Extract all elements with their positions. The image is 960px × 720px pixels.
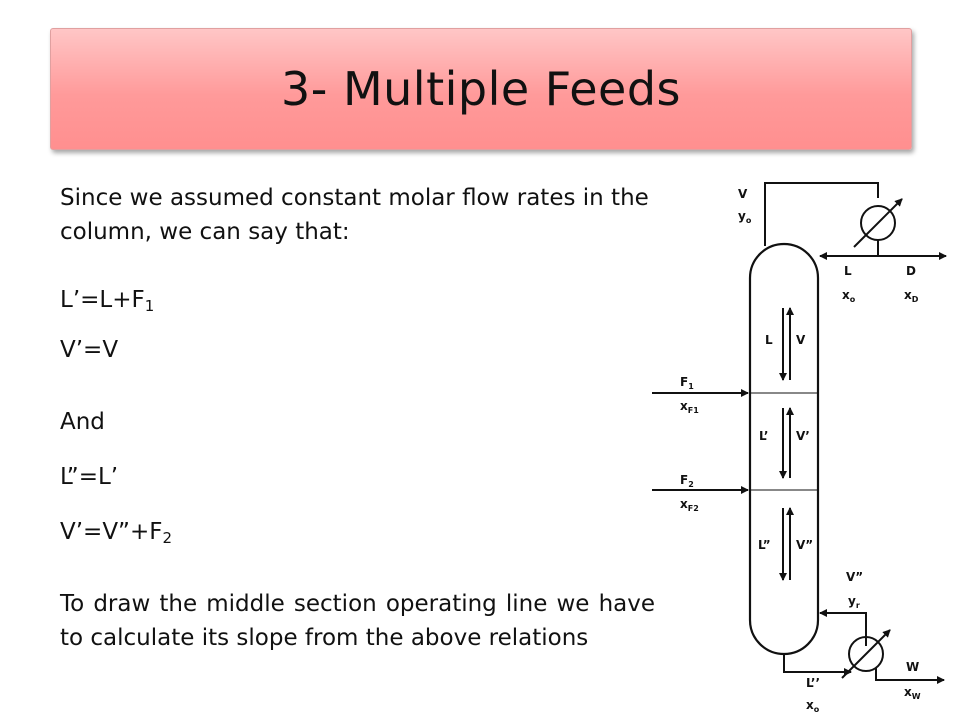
condenser-coil xyxy=(853,198,903,248)
reflux-label: L xyxy=(844,264,852,278)
distillation-column-diagram: V yo L xo D xD L V L’ V’ L” V” F1 xF1 F2… xyxy=(652,182,947,714)
equation-main: V’=V”+F xyxy=(60,519,163,545)
equation-l-prime: L’=L+F1 xyxy=(60,283,154,317)
equation-subscript: 2 xyxy=(162,529,173,547)
section2-vapor-label: V’ xyxy=(796,429,810,443)
section2-liquid-label: L’ xyxy=(759,429,768,443)
feed2-comp: xF2 xyxy=(680,497,699,513)
boilup-line xyxy=(819,609,867,646)
and-word: And xyxy=(60,409,105,435)
section1-vapor-label: V xyxy=(796,333,806,347)
equation-v-prime: V’=V xyxy=(60,337,119,363)
distillate-comp: xD xyxy=(904,288,919,304)
intro-paragraph: Since we assumed constant molar flow rat… xyxy=(60,185,649,245)
feed1-comp: xF1 xyxy=(680,399,699,415)
reflux-comp: xo xyxy=(842,288,856,304)
distillate-label: D xyxy=(906,264,916,278)
title-banner: 3- Multiple Feeds xyxy=(50,28,912,150)
equation-subscript: 1 xyxy=(144,297,155,315)
top-vapor-label: V xyxy=(738,187,748,201)
bottom-liquid-line xyxy=(783,654,852,676)
top-vapor-comp: yo xyxy=(738,209,752,225)
reboiler-icon xyxy=(848,636,884,672)
feed2-label: F2 xyxy=(680,473,694,489)
section3-liquid-label: L” xyxy=(758,538,771,552)
section1-liquid-label: L xyxy=(765,333,773,347)
bottom-liquid-label: L’’ xyxy=(806,676,820,690)
overhead-vapor-line xyxy=(764,182,879,246)
feed1-label: F1 xyxy=(680,375,694,391)
equation-l-double-prime: L”=L’ xyxy=(60,464,119,490)
equation-main: L’=L+F xyxy=(60,287,145,313)
column-shell xyxy=(748,242,820,656)
equation-v-double-prime: V’=V”+F2 xyxy=(60,515,172,549)
conclusion-paragraph: To draw the middle section operating lin… xyxy=(60,591,655,651)
slide-title: 3- Multiple Feeds xyxy=(280,62,682,116)
section3-vapor-label: V” xyxy=(796,538,813,552)
bottoms-label: W xyxy=(906,660,919,674)
bottoms-comp: xW xyxy=(904,685,921,701)
boilup-label: V” xyxy=(846,570,863,584)
bottom-liquid-comp: xo xyxy=(806,698,820,714)
bottoms-line xyxy=(875,668,945,684)
boilup-comp: yr xyxy=(848,594,860,610)
